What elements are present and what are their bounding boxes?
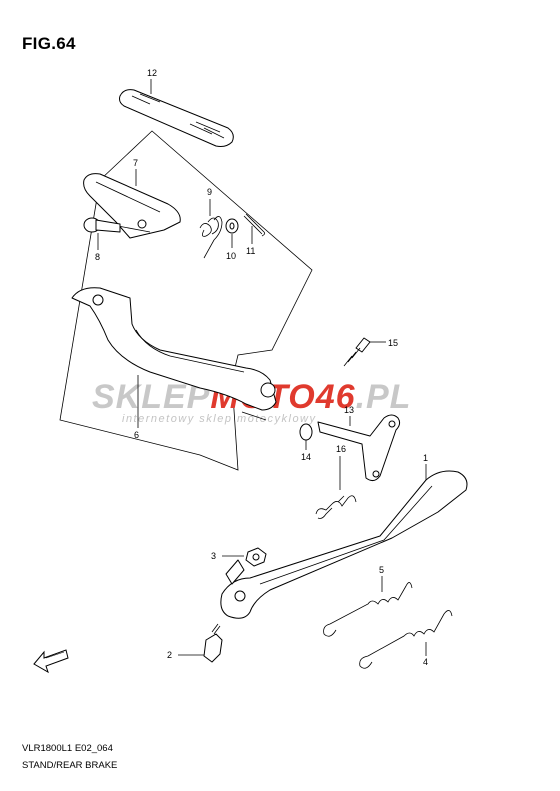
- part-5-stand-spring-outer: [323, 582, 413, 637]
- watermark-brand-46: 46: [315, 378, 356, 416]
- part-6-brake-pedal: [71, 287, 277, 421]
- callout-2: 2: [167, 650, 172, 660]
- callout-12: 12: [147, 68, 157, 78]
- callout-10: 10: [226, 251, 236, 261]
- callout-3: 3: [211, 551, 216, 561]
- watermark-brand-pl: .PL: [356, 378, 412, 416]
- callout-14: 14: [301, 452, 311, 462]
- section-title: STAND/REAR BRAKE: [22, 760, 118, 771]
- callout-7: 7: [133, 158, 138, 168]
- watermark: SKLEPMOTO46.PL internetowy sklep motocyk…: [92, 378, 411, 425]
- forward-direction-icon: [33, 649, 69, 674]
- part-3-nut: [245, 547, 267, 567]
- part-9-torsion-spring: [199, 216, 223, 259]
- part-8-pivot-pin: [83, 217, 121, 233]
- part-4-stand-spring-inner: [359, 610, 453, 669]
- part-12-footrest-rubber: [119, 89, 234, 147]
- callout-1: 1: [423, 453, 428, 463]
- callout-16: 16: [336, 444, 346, 454]
- model-code: VLR1800L1 E02_064: [22, 743, 113, 754]
- callout-6: 6: [134, 430, 139, 440]
- part-1-side-stand: [220, 470, 468, 619]
- part-11-cotter-pin: [243, 213, 266, 237]
- callout-13: 13: [344, 405, 354, 415]
- part-2-stand-bolt: [203, 623, 223, 663]
- part-13-brake-shaft: [317, 414, 401, 482]
- part-16-return-spring: [315, 495, 357, 519]
- callout-4: 4: [423, 657, 428, 667]
- part-14-o-ring: [299, 423, 313, 441]
- callout-5: 5: [379, 565, 384, 575]
- callout-15: 15: [388, 338, 398, 348]
- figure-title: FIG.64: [22, 34, 76, 53]
- svg-text:SKLEPMOTO46.PL: SKLEPMOTO46.PL: [92, 378, 411, 416]
- part-15-bolt: [343, 337, 371, 367]
- footer: VLR1800L1 E02_064 STAND/REAR BRAKE: [22, 740, 117, 774]
- watermark-tagline: internetowy sklep motocyklowy: [122, 413, 317, 425]
- callout-9: 9: [207, 187, 212, 197]
- part-7-footrest-bracket: [83, 173, 181, 239]
- part-10-washer: [225, 218, 239, 234]
- callout-11: 11: [246, 246, 255, 256]
- callout-8: 8: [95, 252, 100, 262]
